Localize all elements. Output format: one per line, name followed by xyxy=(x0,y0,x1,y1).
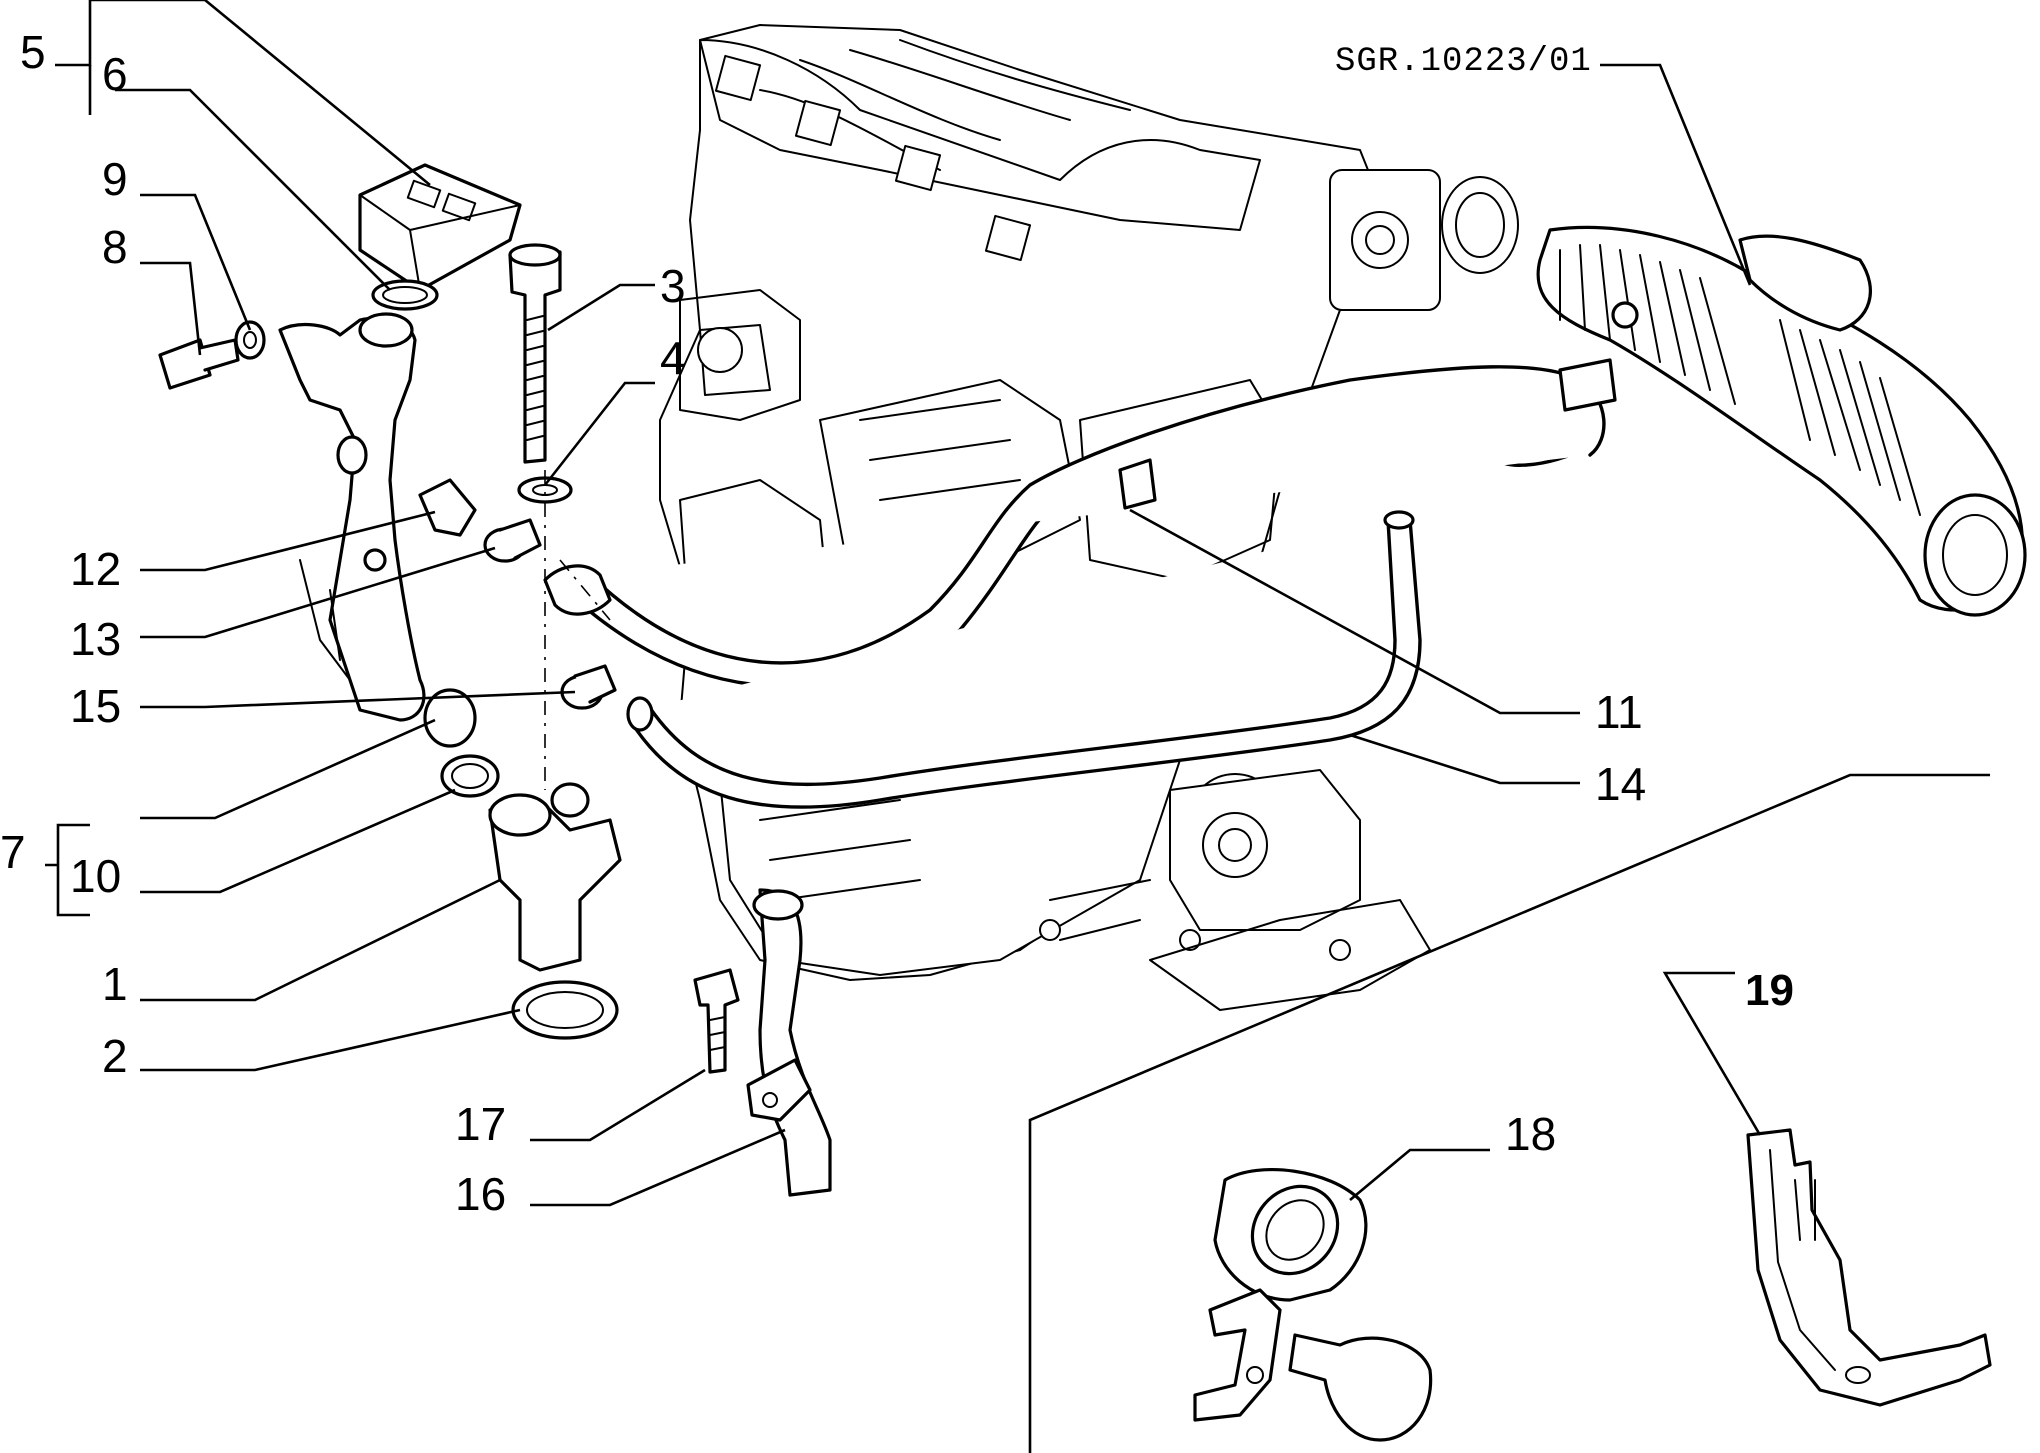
callout-4: 4 xyxy=(660,332,686,384)
callout-13: 13 xyxy=(70,613,121,665)
part-19-bracket-illustration xyxy=(1746,1128,1992,1407)
callout-6: 6 xyxy=(102,48,128,100)
part-3-bolt xyxy=(508,250,562,464)
inset-divider xyxy=(1028,773,1990,1453)
part-1-thermostat-housing xyxy=(488,798,622,972)
coolant-hoses-illustration xyxy=(543,358,1617,809)
callout-11: 11 xyxy=(1595,686,1643,738)
callout-17: 17 xyxy=(455,1098,506,1150)
callout-9: 9 xyxy=(102,153,128,205)
leader-lines xyxy=(45,0,1762,1207)
part-17-bolt xyxy=(693,968,740,1074)
part-18-bracket-illustration xyxy=(1193,1168,1433,1442)
callout-1: 1 xyxy=(102,958,128,1010)
drawing-reference: SGR.10223/01 xyxy=(1335,43,1592,81)
part-9-washer xyxy=(234,320,266,360)
callout-10: 10 xyxy=(70,850,121,902)
air-intake-hose-illustration xyxy=(1536,225,2027,617)
part-5-cap xyxy=(358,163,522,292)
callout-5: 5 xyxy=(20,26,46,78)
callout-3: 3 xyxy=(660,260,686,312)
left-parts-illustration xyxy=(158,163,832,1197)
callout-12: 12 xyxy=(70,543,121,595)
callout-15: 15 xyxy=(70,680,121,732)
coolant-pipe xyxy=(278,316,426,722)
part-8-bolt xyxy=(158,338,212,390)
callout-18: 18 xyxy=(1505,1108,1556,1160)
callout-2: 2 xyxy=(102,1030,128,1082)
callout-8: 8 xyxy=(102,221,128,273)
callout-19: 19 xyxy=(1745,966,1794,1015)
callout-16: 16 xyxy=(455,1168,506,1220)
part-2-o-ring xyxy=(511,980,619,1040)
callout-14: 14 xyxy=(1595,758,1646,810)
part-10-o-ring xyxy=(440,754,500,798)
callout-7: 7 xyxy=(0,826,26,878)
part-12-sensor xyxy=(418,478,477,537)
